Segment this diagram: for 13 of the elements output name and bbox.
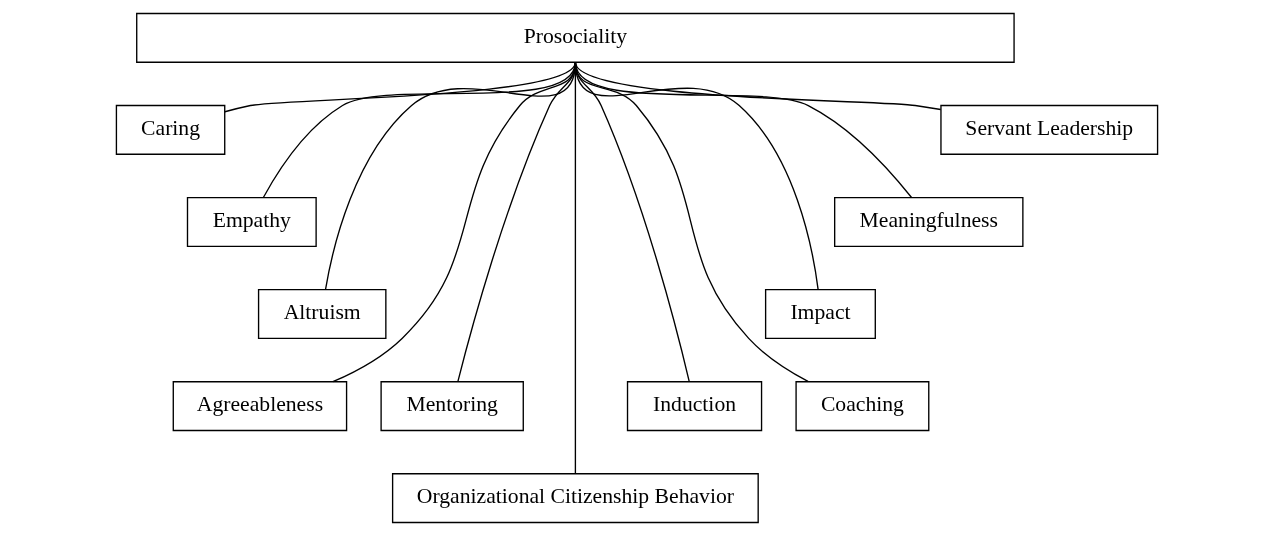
node-box: Mentoring [380, 381, 524, 432]
node-box: Empathy [186, 196, 317, 247]
node-box: Meaningfulness [834, 196, 1024, 247]
connector [574, 61, 577, 474]
node-box: Coaching [795, 381, 930, 432]
node-box: Altruism [257, 289, 387, 340]
node-box: Prosociality [136, 12, 1015, 63]
node-box: Agreeableness [172, 381, 348, 432]
node-box: Servant Leadership [940, 104, 1159, 155]
node-box: Caring [115, 104, 226, 155]
node-box: Induction [626, 381, 763, 432]
node-box: Impact [764, 289, 876, 340]
node-box: Organizational Citizenship Behavior [391, 473, 759, 524]
